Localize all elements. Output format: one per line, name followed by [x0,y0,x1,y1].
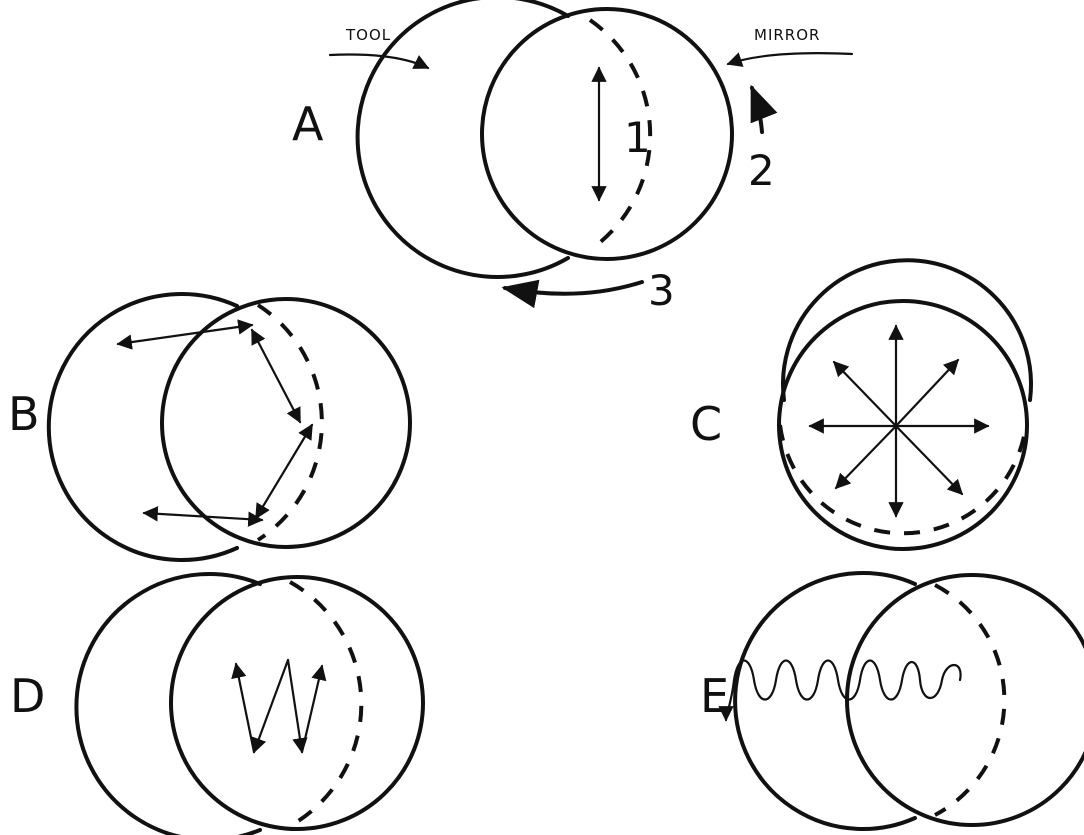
stroke-d-2 [251,658,290,754]
tool-hidden-edge-e [934,583,1007,817]
stroke-e-spiral [718,659,962,722]
panel-e-letter: E [700,669,729,723]
panel-c: C [690,258,1033,551]
tool-hidden-edge-d [289,580,364,828]
stroke-d-3 [286,658,308,754]
stroke-d-4 [300,664,327,754]
mirror-pointer [726,52,854,67]
panel-a: A 1 2 3 TOOL MIRROR [292,0,854,315]
panel-d: D [10,572,425,835]
stroke-c-dl [834,424,898,490]
tool-circle-d [74,572,262,835]
stroke-d-1 [231,662,256,754]
tool-circle-c [781,258,1033,402]
tool-hidden-edge [588,18,653,252]
stroke-2-arrow [750,84,778,134]
panel-a-letter: A [292,97,324,151]
tool-hidden-edge-b [256,303,324,542]
tool-hidden-edge-c [778,424,1028,536]
stroke-3-arrow [501,279,644,309]
tool-pointer [328,53,430,70]
stroke-1-label: 1 [624,113,651,162]
mirror-circle-c [777,299,1029,551]
stroke-2-label: 2 [748,146,775,195]
tool-label: TOOL [345,26,391,44]
panel-b-letter: B [8,387,40,441]
panel-d-letter: D [10,669,45,723]
stroke-c-ur [894,358,960,428]
panel-c-letter: C [690,397,722,451]
stroke-b-3 [254,423,314,520]
stroke-b-4 [142,506,264,527]
mirror-circle-d [169,575,425,831]
mirror-label: MIRROR [754,26,820,44]
panel-e: E [700,571,1084,831]
stroke-c-ul [832,360,898,428]
stroke-b-1 [116,319,254,350]
stroke-3-label: 3 [648,266,675,315]
tool-circle [355,0,570,279]
stroke-c-dr [894,424,964,496]
tool-circle-b [46,292,239,562]
mirror-circle-b [160,297,412,549]
mirror-circle [480,7,734,261]
tool-circle-e [733,571,917,831]
stroke-b-2 [250,328,302,424]
panel-b: B [8,292,412,562]
mirror-circle-e [845,573,1084,827]
